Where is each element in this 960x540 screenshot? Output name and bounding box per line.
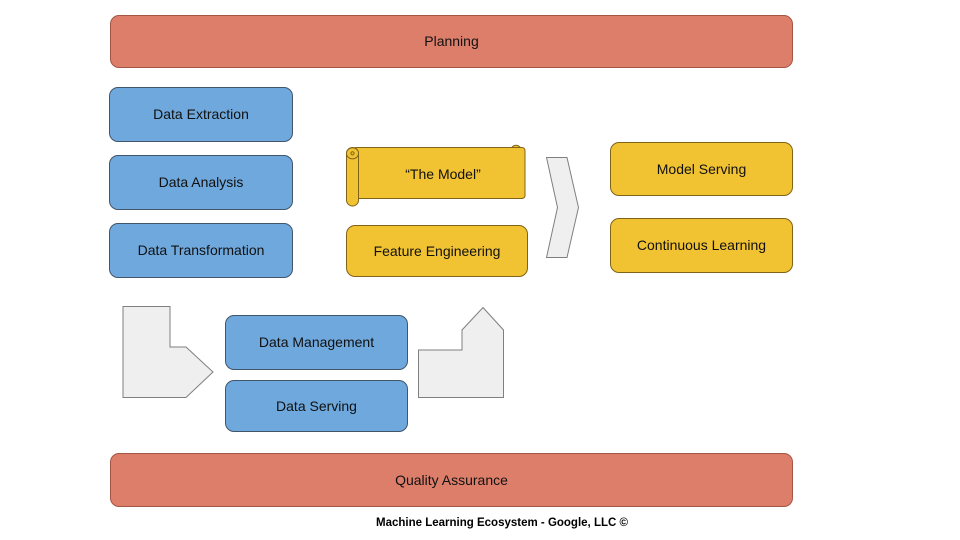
node-quality-assurance-label: Quality Assurance — [395, 471, 508, 488]
bent-arrow-up-icon — [418, 307, 504, 398]
node-data-analysis-label: Data Analysis — [158, 174, 244, 191]
node-the-model-label: “The Model” — [405, 165, 481, 182]
node-quality-assurance: Quality Assurance — [110, 453, 793, 507]
node-data-transformation-label: Data Transformation — [137, 242, 265, 259]
node-planning: Planning — [110, 15, 793, 68]
node-data-extraction: Data Extraction — [109, 87, 293, 142]
node-continuous-learning-label: Continuous Learning — [636, 237, 767, 254]
node-the-model: “The Model” — [345, 142, 527, 208]
node-continuous-learning: Continuous Learning — [610, 218, 793, 273]
node-data-management: Data Management — [225, 315, 408, 370]
slide-caption: Machine Learning Ecosystem - Google, LLC… — [376, 517, 628, 529]
node-feature-engineering-label: Feature Engineering — [373, 242, 501, 259]
chevron-right-arrow-icon — [546, 157, 579, 258]
bent-arrow-down-right-icon — [122, 306, 214, 398]
node-feature-engineering: Feature Engineering — [346, 225, 528, 277]
node-planning-label: Planning — [424, 33, 479, 50]
node-data-serving-label: Data Serving — [276, 397, 357, 414]
node-data-serving: Data Serving — [225, 380, 408, 432]
node-model-serving-label: Model Serving — [656, 160, 747, 177]
node-model-serving: Model Serving — [610, 142, 793, 196]
node-data-management-label: Data Management — [258, 334, 375, 351]
node-data-analysis: Data Analysis — [109, 155, 293, 210]
node-data-extraction-label: Data Extraction — [153, 106, 249, 123]
node-data-transformation: Data Transformation — [109, 223, 293, 278]
scroll-shape-icon — [346, 144, 526, 207]
